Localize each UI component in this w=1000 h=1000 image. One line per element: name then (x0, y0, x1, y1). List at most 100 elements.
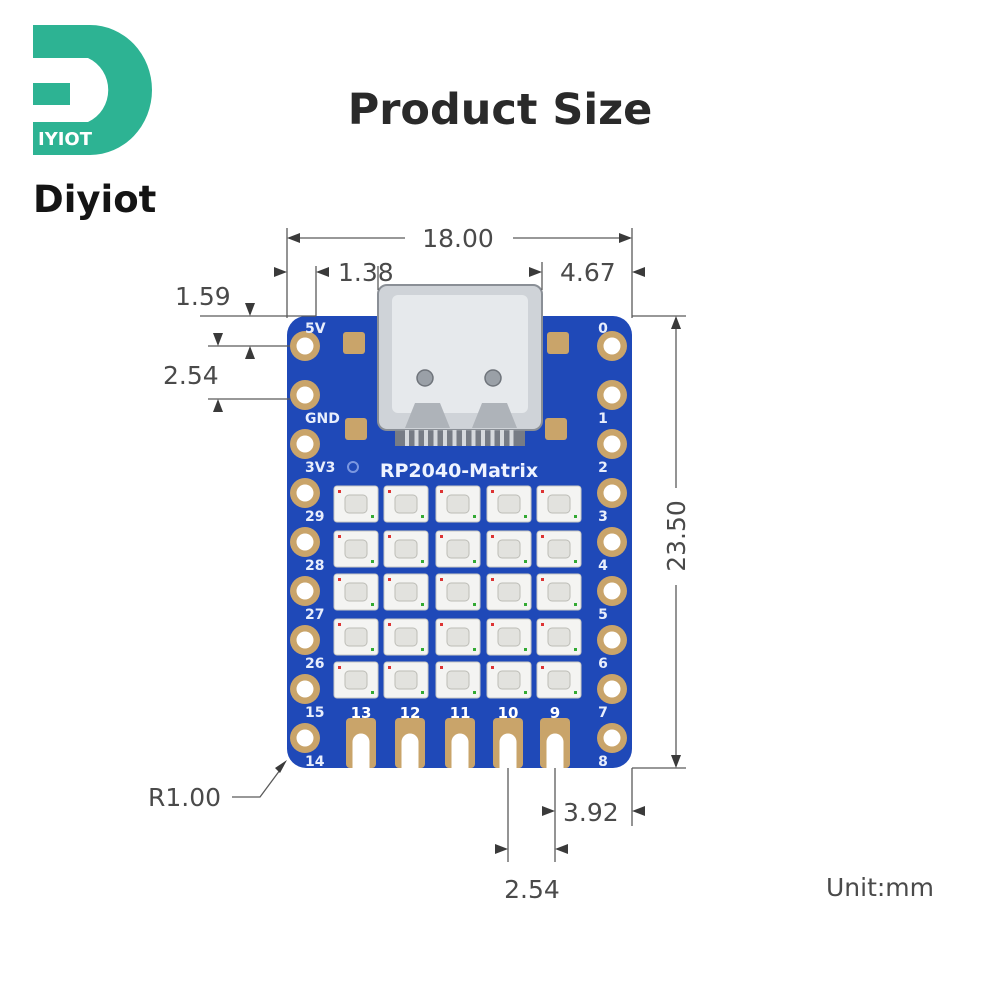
left-pin-pitch-dimension: 2.54 (163, 361, 219, 390)
led-dot (388, 666, 391, 669)
left-pin-label: 28 (305, 558, 324, 574)
led-dot (491, 535, 494, 538)
led-dot (421, 648, 424, 651)
led-dot (371, 560, 374, 563)
pad-hole (603, 729, 621, 747)
pad-slot (451, 742, 469, 770)
pad-hole (296, 582, 314, 600)
usb-pins (405, 430, 514, 446)
left-pin-pad (290, 625, 320, 655)
led (486, 485, 532, 523)
usb-screw (416, 369, 434, 387)
led-lens (446, 582, 470, 602)
led-dot (421, 691, 424, 694)
left-pin-label: GND (305, 411, 340, 427)
pad-hole (296, 435, 314, 453)
arrow-icon (632, 806, 645, 816)
led (435, 618, 481, 656)
dimension-lines: 18.00 1.38 4.67 1.59 2.54 23.50 (148, 224, 691, 904)
pad-hole (296, 386, 314, 404)
right-pin-label: 2 (598, 460, 608, 476)
usb-pin (433, 430, 438, 446)
usb-pin (405, 430, 409, 446)
pad-hole (296, 680, 314, 698)
led (333, 661, 379, 699)
right-pin-label: 0 (598, 321, 608, 337)
led-dot (574, 691, 577, 694)
led-dot (440, 578, 443, 581)
usb-mount-pad (545, 418, 567, 440)
page-title: Product Size (348, 85, 653, 135)
usb-pin (471, 430, 476, 446)
led-dot (371, 648, 374, 651)
right-pin-pad (597, 380, 627, 410)
left-pin-pad (290, 331, 320, 361)
led-dot (491, 623, 494, 626)
led-lens (394, 670, 418, 690)
usb-pin (509, 430, 514, 446)
led-dot (473, 603, 476, 606)
led-dot (541, 623, 544, 626)
right-pin-label: 3 (598, 509, 608, 525)
right-pin-pad (597, 674, 627, 704)
led-lens (497, 582, 521, 602)
bottom-pin-pad (445, 718, 475, 770)
pad-slot (546, 742, 564, 770)
right-pin-label: 1 (598, 411, 608, 427)
right-pin-pads (597, 331, 627, 753)
led-dot (440, 623, 443, 626)
left-pin-label: 14 (305, 754, 325, 770)
led-dot (524, 560, 527, 563)
led (536, 661, 582, 699)
led-dot (541, 535, 544, 538)
led-dot (491, 578, 494, 581)
usb-pin (443, 430, 447, 446)
pad-slot (352, 742, 370, 770)
pad-hole (603, 484, 621, 502)
pad-hole (296, 631, 314, 649)
led (536, 530, 582, 568)
led-dot (388, 623, 391, 626)
led-lens (344, 627, 368, 647)
fiducial (347, 461, 359, 473)
led-dot (574, 603, 577, 606)
led-lens (394, 627, 418, 647)
arrow-icon (287, 233, 300, 243)
usb-pin (424, 430, 428, 446)
led-lens (394, 494, 418, 514)
usb-right-offset-dimension: 4.67 (560, 258, 616, 287)
arrow-icon (316, 267, 329, 277)
led-lens (547, 670, 571, 690)
arrow-icon (495, 844, 508, 854)
led-dot (421, 560, 424, 563)
bottom-pin-label: 10 (498, 704, 519, 722)
unit-label: Unit:mm (826, 873, 934, 902)
left-pin-label: 15 (305, 705, 324, 721)
led (333, 573, 379, 611)
usb-left-offset-dimension: 1.38 (338, 258, 394, 287)
led-lens (497, 539, 521, 559)
usb-pin (500, 430, 504, 446)
pad-slot (499, 742, 517, 770)
led-dot (524, 691, 527, 694)
led-dot (574, 515, 577, 518)
led-lens (497, 670, 521, 690)
left-pin-pad (290, 527, 320, 557)
usb-pin (490, 430, 495, 446)
height-dimension: 23.50 (662, 500, 691, 572)
arrow-icon (529, 267, 542, 277)
led-lens (547, 539, 571, 559)
corner-radius-leader (232, 765, 284, 798)
led-dot (371, 603, 374, 606)
usb-screw (484, 369, 502, 387)
led-dot (473, 515, 476, 518)
led (383, 661, 429, 699)
usb-shell-highlight (392, 295, 528, 413)
right-pin-label: 6 (598, 656, 608, 672)
led-lens (344, 539, 368, 559)
led-dot (388, 578, 391, 581)
bottom-right-offset-dimension: 3.92 (563, 798, 619, 827)
